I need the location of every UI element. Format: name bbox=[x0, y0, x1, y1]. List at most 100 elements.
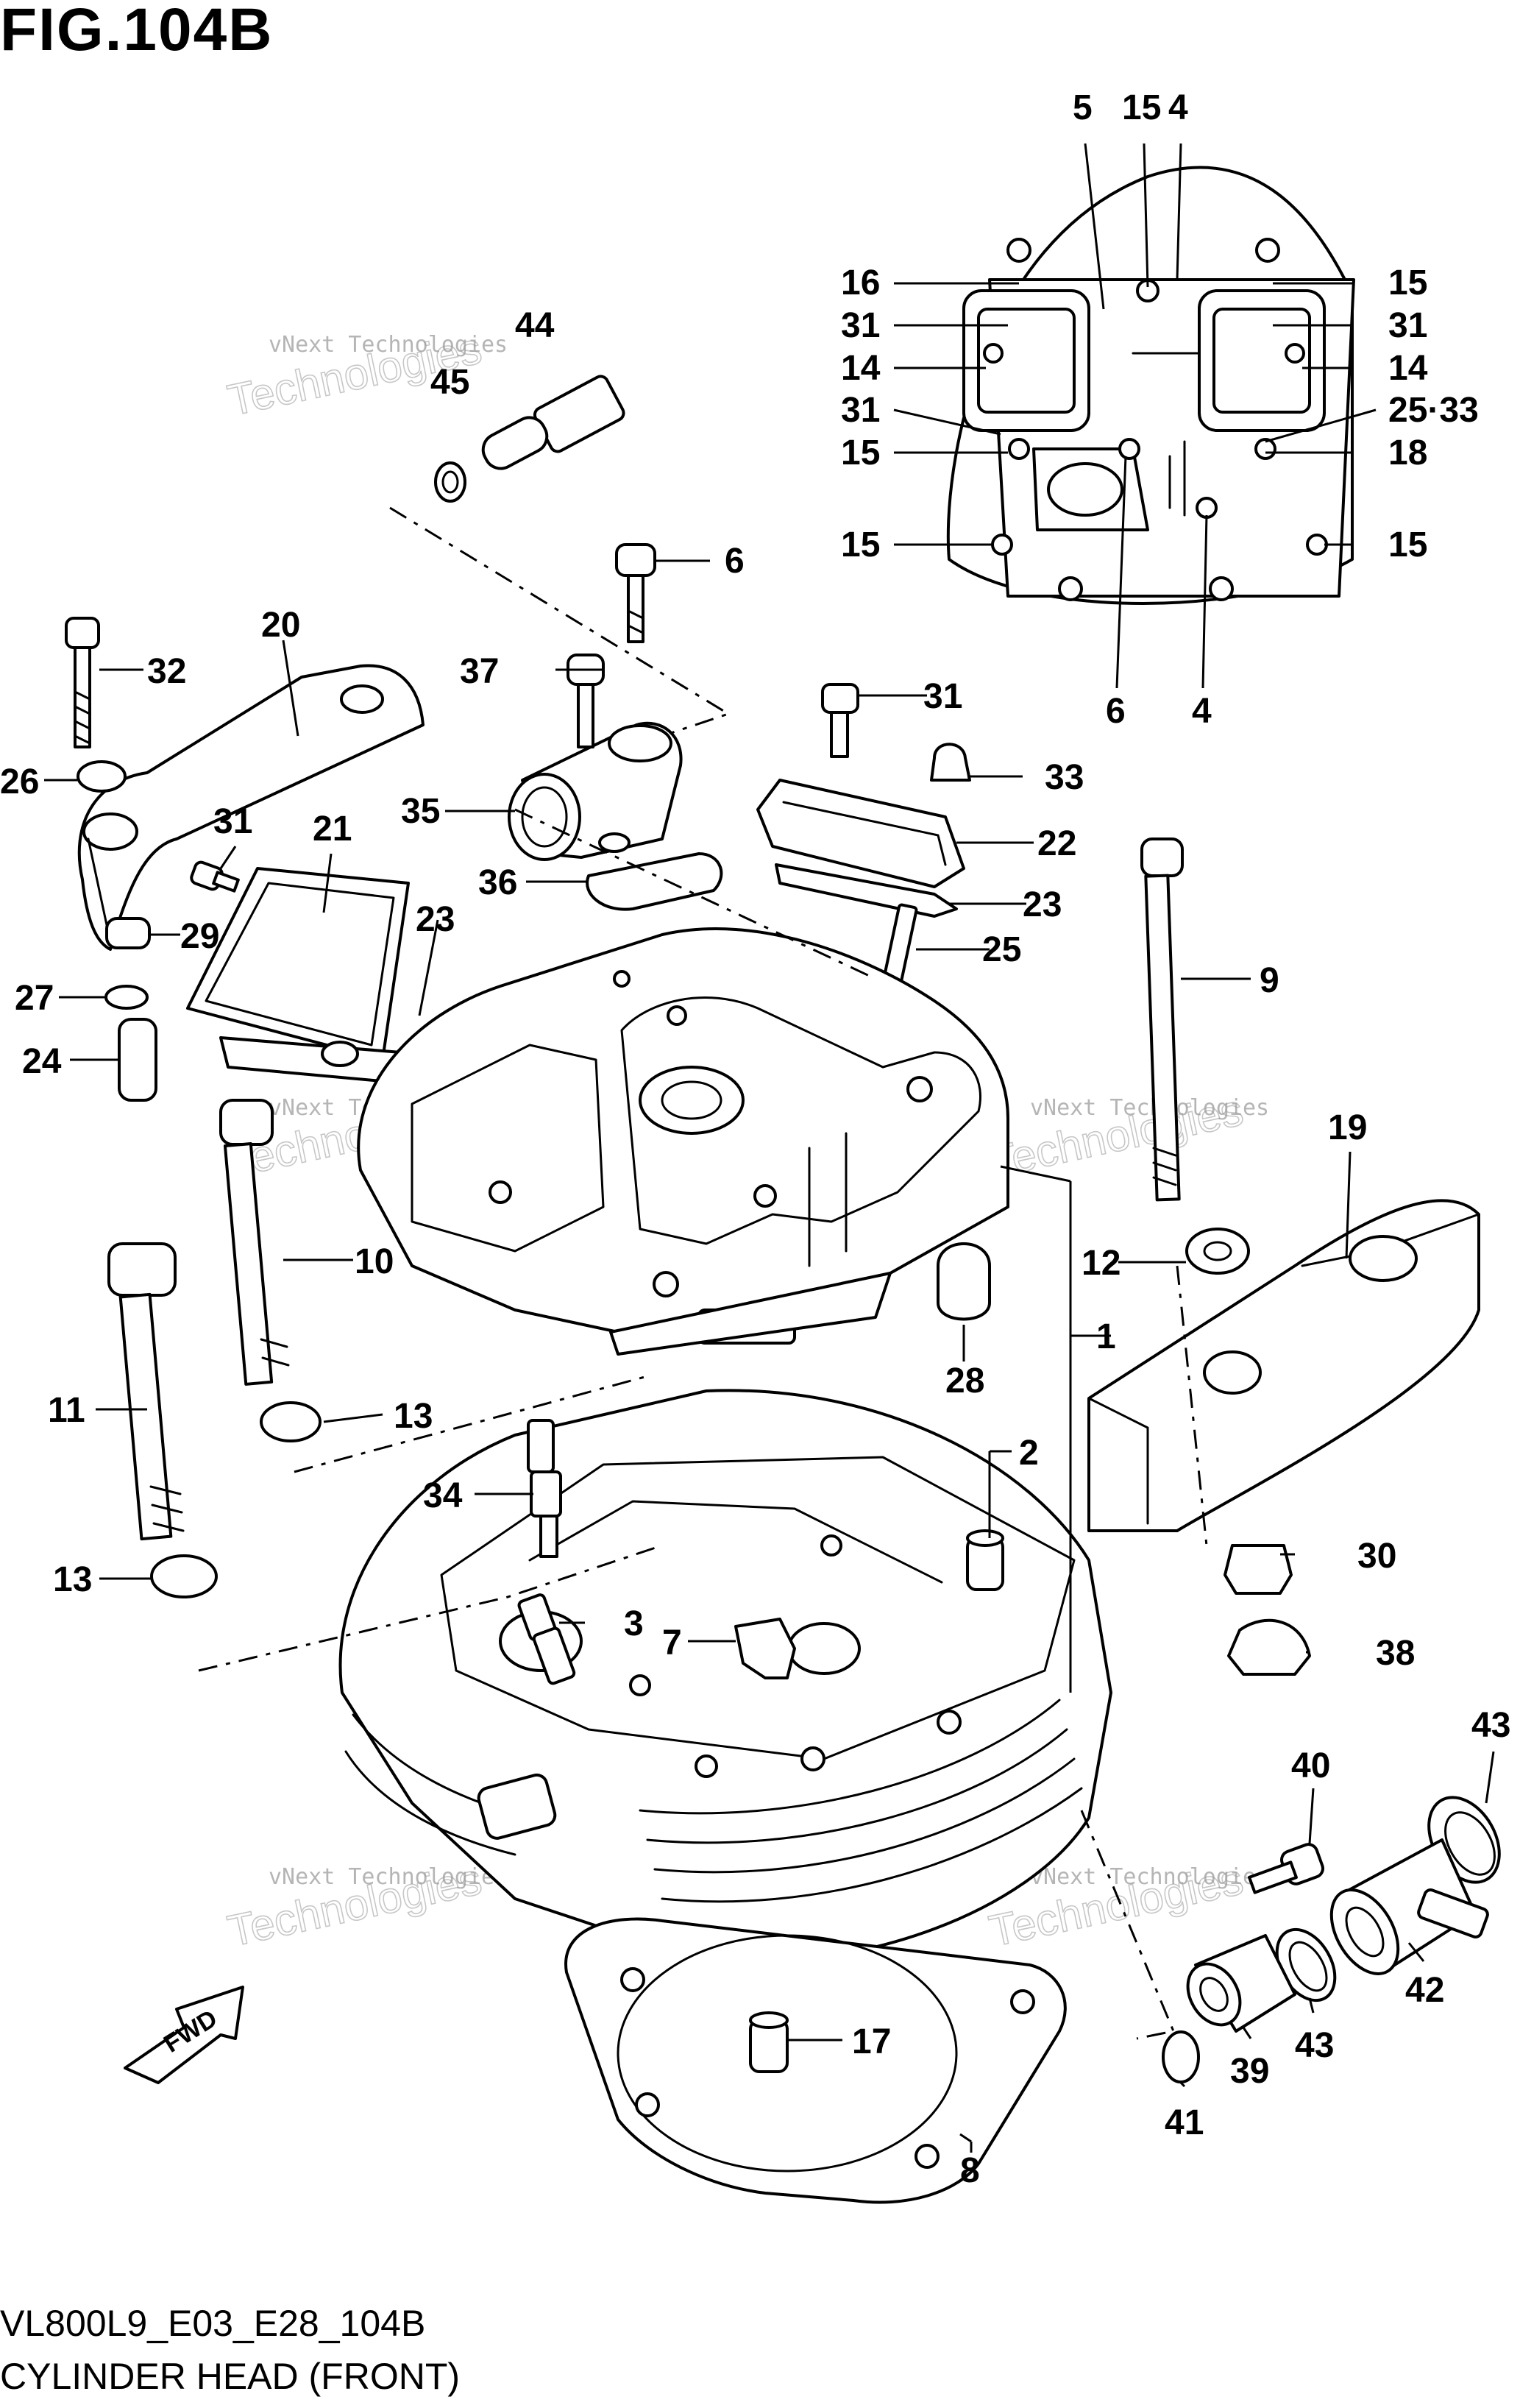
camshaft-housing bbox=[357, 927, 1009, 1356]
screw-40 bbox=[1248, 1843, 1324, 1894]
callout-41: 41 bbox=[1165, 2103, 1204, 2142]
cylinder-head-cover-21 bbox=[186, 867, 410, 1083]
callout-17: 17 bbox=[852, 2022, 891, 2061]
dowel-pin-2 bbox=[966, 1529, 1004, 1591]
grommet-38 bbox=[1227, 1618, 1311, 1676]
washer-12-hole bbox=[1203, 1241, 1232, 1261]
washer-13-upper bbox=[260, 1401, 322, 1442]
callout-31: 31 bbox=[923, 677, 962, 716]
dowel-pin-17 bbox=[749, 2011, 789, 2073]
callout-34: 34 bbox=[423, 1476, 463, 1515]
watermark-text: vNext Technologies bbox=[269, 332, 508, 358]
callout-19: 19 bbox=[1328, 1108, 1367, 1147]
callout-2: 2 bbox=[1019, 1434, 1039, 1473]
assembly-line bbox=[389, 506, 731, 752]
callout-3: 3 bbox=[624, 1604, 644, 1643]
inset-cover-plate bbox=[946, 166, 1355, 605]
bracket-20 bbox=[77, 664, 425, 951]
temperature-sensor-44 bbox=[434, 375, 625, 503]
assembly-line bbox=[514, 808, 876, 980]
callout-7: 7 bbox=[662, 1623, 682, 1662]
callout-15: 15 bbox=[1388, 263, 1427, 302]
assembly-line bbox=[1176, 1265, 1208, 1546]
callout-1: 1 bbox=[1096, 1317, 1116, 1356]
callout-15: 15 bbox=[1122, 88, 1161, 127]
o-ring-36 bbox=[586, 852, 723, 911]
cylinder-head-1 bbox=[338, 1389, 1112, 1963]
washer-13-lower bbox=[150, 1554, 218, 1598]
callout-45: 45 bbox=[430, 363, 469, 402]
callout-4: 4 bbox=[1168, 88, 1188, 127]
callout-24: 24 bbox=[22, 1042, 62, 1081]
callout-31: 31 bbox=[213, 802, 252, 841]
callout-21: 21 bbox=[313, 810, 352, 849]
bolt-31-left bbox=[190, 860, 240, 893]
callout-11: 11 bbox=[48, 1391, 85, 1430]
bolt-31-right bbox=[821, 683, 859, 758]
collar-24 bbox=[118, 1018, 157, 1102]
callout-5: 5 bbox=[1073, 88, 1093, 127]
callout-40: 40 bbox=[1291, 1746, 1330, 1785]
cap-nut-33 bbox=[930, 743, 971, 782]
callout-20: 20 bbox=[261, 606, 300, 645]
callout-33: 33 bbox=[1045, 758, 1084, 797]
bolt-10 bbox=[219, 1099, 290, 1386]
cylinder-gasket-8 bbox=[564, 1917, 1067, 2204]
callout-37: 37 bbox=[460, 652, 499, 691]
callout-29: 29 bbox=[180, 917, 219, 956]
cover-19 bbox=[1087, 1199, 1480, 1532]
bolt-11 bbox=[107, 1242, 185, 1541]
clamp-43-lower bbox=[1275, 1927, 1337, 2002]
water-outlet-35 bbox=[508, 721, 683, 861]
callout-25-33: 25·33 bbox=[1388, 391, 1479, 430]
callout-16: 16 bbox=[841, 263, 880, 302]
callout-15: 15 bbox=[841, 433, 880, 472]
figure-name: CYLINDER HEAD (FRONT) bbox=[0, 2356, 461, 2397]
callout-15: 15 bbox=[1388, 525, 1427, 564]
plug-28 bbox=[937, 1242, 991, 1321]
callout-28: 28 bbox=[945, 1361, 984, 1400]
callout-43: 43 bbox=[1295, 2026, 1334, 2065]
callout-27: 27 bbox=[15, 979, 54, 1018]
figure-title: FIG.104B bbox=[0, 0, 274, 63]
watermark-text: vNext Technologies bbox=[1030, 1095, 1269, 1121]
callout-31: 31 bbox=[1388, 306, 1427, 345]
cover-22 bbox=[756, 779, 965, 888]
leader-lines bbox=[44, 143, 1495, 2153]
callout-44: 44 bbox=[515, 306, 555, 345]
bolt-9 bbox=[1140, 838, 1184, 1202]
washer-27 bbox=[104, 985, 149, 1010]
callout-38: 38 bbox=[1376, 1634, 1415, 1673]
o-ring-41 bbox=[1162, 2030, 1200, 2083]
washer-26 bbox=[77, 760, 127, 793]
callout-32: 32 bbox=[147, 652, 186, 691]
washer-12 bbox=[1185, 1228, 1250, 1275]
callout-18: 18 bbox=[1388, 433, 1427, 472]
assembly-line bbox=[1080, 1810, 1176, 2040]
callout-13: 13 bbox=[53, 1560, 92, 1599]
callout-30: 30 bbox=[1357, 1537, 1396, 1576]
callout-23: 23 bbox=[1023, 885, 1062, 924]
assembly-line bbox=[294, 1375, 648, 1473]
callout-42: 42 bbox=[1405, 1971, 1444, 2010]
spark-plug-3 bbox=[517, 1593, 576, 1685]
spark-plug-34 bbox=[527, 1419, 562, 1558]
intake-pipe-39 bbox=[1186, 1934, 1296, 2033]
figure-code: VL800L9_E03_E28_104B bbox=[0, 2303, 426, 2344]
callout-39: 39 bbox=[1230, 2052, 1269, 2091]
gasket-7 bbox=[734, 1618, 796, 1679]
callout-35: 35 bbox=[401, 792, 440, 831]
callout-15: 15 bbox=[841, 525, 880, 564]
callout-25: 25 bbox=[982, 930, 1021, 969]
callout-6: 6 bbox=[1106, 692, 1126, 731]
grommet-30 bbox=[1224, 1544, 1293, 1595]
callout-31: 31 bbox=[841, 306, 880, 345]
assembly-line bbox=[198, 1544, 663, 1672]
callout-10: 10 bbox=[355, 1242, 394, 1281]
joint-pipe-42 bbox=[1329, 1838, 1489, 1975]
bolt-6 bbox=[615, 543, 656, 643]
callout-26: 26 bbox=[0, 762, 39, 801]
callout-13: 13 bbox=[394, 1397, 433, 1436]
